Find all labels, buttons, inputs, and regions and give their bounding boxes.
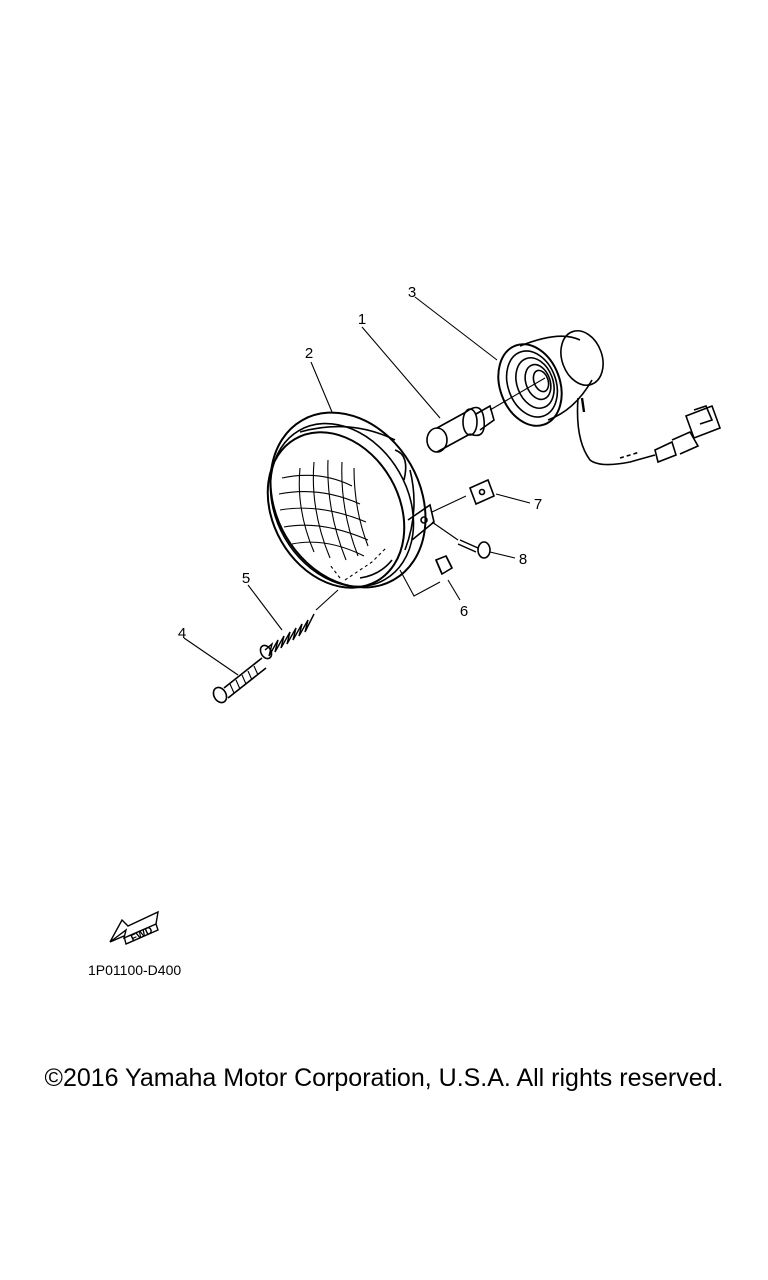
copyright-text: ©2016 Yamaha Motor Corporation, U.S.A. A… xyxy=(44,1064,724,1092)
nut-part xyxy=(399,554,454,597)
adjusting-bolt-part xyxy=(212,657,267,704)
nut-clip-part xyxy=(431,478,496,513)
callout-8: 8 xyxy=(518,551,528,568)
callout-7: 7 xyxy=(533,496,543,513)
spring-part xyxy=(259,589,339,660)
callout-6: 6 xyxy=(459,603,469,620)
callout-4: 4 xyxy=(177,625,187,642)
headlight-housing-part xyxy=(266,411,435,589)
forward-arrow-label: FWD xyxy=(129,925,154,945)
callout-5: 5 xyxy=(241,570,251,587)
diagram-code: 1P01100-D400 xyxy=(88,962,182,978)
screw-part xyxy=(431,521,491,559)
callout-3: 3 xyxy=(407,284,417,301)
callout-1: 1 xyxy=(357,311,367,328)
socket-part xyxy=(497,330,722,466)
leader-lines xyxy=(183,296,531,676)
callout-2: 2 xyxy=(304,345,314,362)
bulb-part xyxy=(426,377,546,453)
forward-arrow-icon xyxy=(109,910,159,945)
